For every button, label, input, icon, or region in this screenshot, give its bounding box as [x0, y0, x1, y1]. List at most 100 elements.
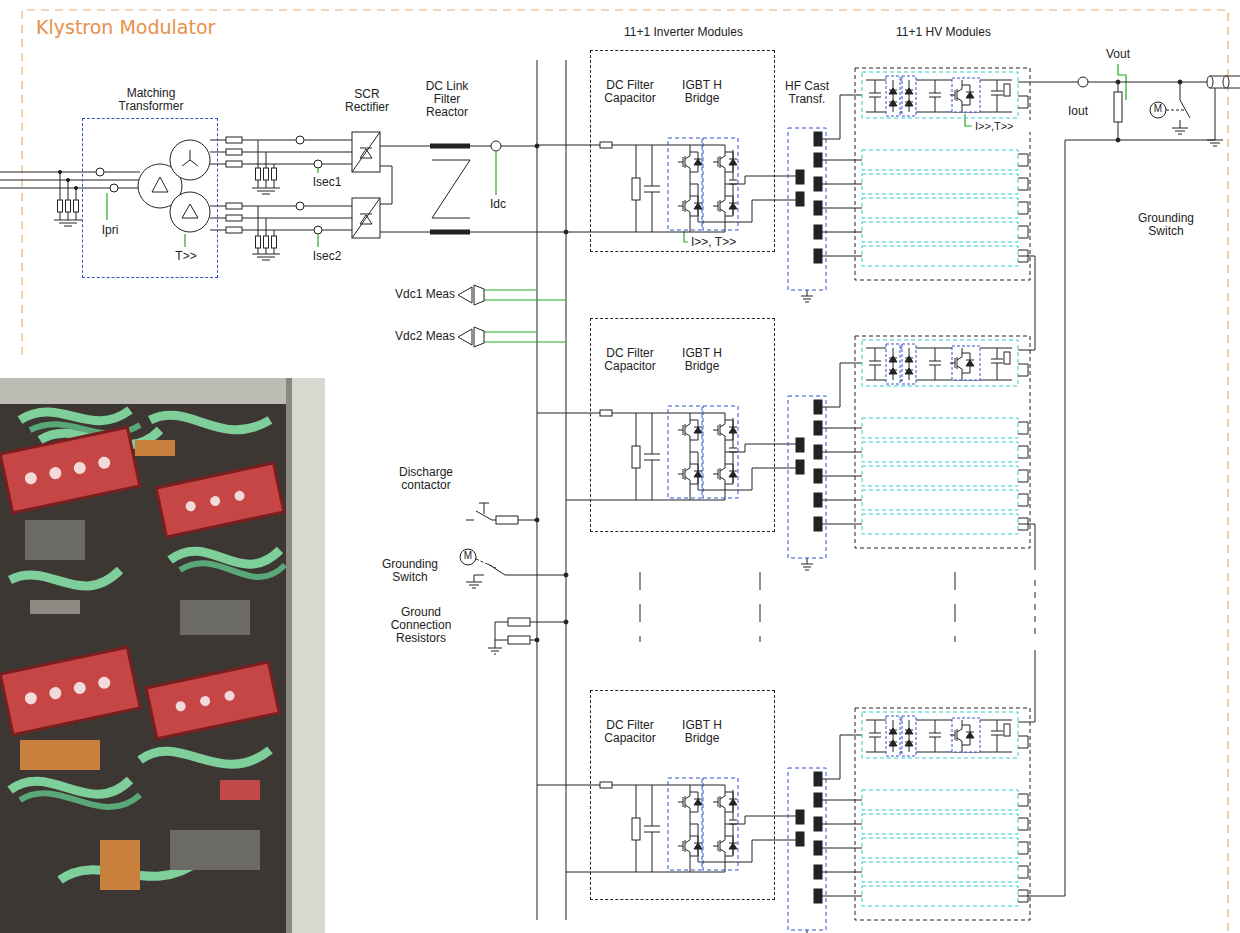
input-section — [96, 168, 104, 176]
input-section — [182, 150, 198, 166]
module-label: DC Filter Capacitor — [595, 719, 665, 745]
continuation-dashes — [640, 572, 955, 642]
module-label: DC Filter Capacitor — [595, 347, 665, 373]
output-section — [1166, 110, 1184, 111]
part-label: Ground Connection Resistors — [380, 606, 462, 645]
output-section — [1078, 77, 1088, 87]
continuation-dashes — [640, 572, 955, 642]
dc-link-accessories — [535, 518, 539, 522]
equipment-photo — [20, 740, 100, 770]
output-section — [1035, 76, 1240, 896]
equipment-photo — [199, 695, 211, 707]
equipment-photo — [0, 378, 325, 933]
module-label: IGBT H Bridge — [667, 347, 737, 373]
input-section — [352, 132, 380, 238]
module-label: Matching Transformer — [106, 87, 196, 113]
module-label: DC Filter Capacitor — [595, 79, 665, 105]
green-signal-lines — [684, 231, 688, 242]
output-section — [1035, 580, 1036, 640]
input-section — [432, 160, 470, 218]
input-section — [264, 168, 269, 180]
input-section — [74, 186, 77, 189]
dc-link-accessories — [508, 618, 530, 626]
equipment-photo — [24, 691, 38, 705]
motor-mark: M — [1152, 103, 1164, 114]
section-heading: 11+1 Inverter Modules — [590, 26, 777, 39]
measurement-label: Vdc1 Meas — [388, 288, 456, 301]
green-signal-lines — [484, 290, 566, 342]
equipment-photo — [185, 500, 197, 512]
equipment-photo — [146, 662, 279, 739]
motor-mark: M — [462, 550, 474, 561]
output-section — [1178, 80, 1182, 84]
equipment-photo — [0, 647, 140, 735]
equipment-photo — [0, 378, 325, 933]
output-section — [1114, 92, 1122, 122]
signal-name: Isec2 — [308, 250, 346, 263]
equipment-photo — [170, 830, 260, 870]
part-label: Discharge contactor — [388, 466, 464, 492]
input-section — [0, 172, 140, 188]
input-section — [226, 215, 242, 221]
equipment-photo — [100, 840, 140, 890]
input-section — [272, 168, 277, 180]
input-section — [226, 227, 242, 233]
input-section — [360, 215, 372, 224]
signal-name: Idc — [484, 198, 512, 211]
module-instances — [537, 336, 1035, 570]
equipment-photo — [286, 378, 292, 933]
equipment-photo — [180, 600, 250, 635]
dc-link-accessories — [535, 638, 539, 642]
input-section — [210, 140, 352, 230]
input-section — [491, 141, 501, 151]
signal-name: Iout — [1062, 105, 1094, 118]
equipment-photo — [156, 463, 284, 537]
input-section — [296, 136, 304, 144]
equipment-photo — [48, 466, 62, 480]
output-section — [1207, 76, 1213, 88]
input-section — [74, 200, 79, 212]
equipment-photo — [220, 780, 260, 800]
output-section — [1116, 80, 1120, 84]
input-section — [66, 178, 69, 181]
input-section — [430, 146, 470, 232]
equipment-photo — [97, 456, 111, 470]
measurement-symbols — [458, 287, 472, 303]
equipment-photo — [234, 490, 246, 502]
section-heading: 11+1 HV Modules — [855, 26, 1032, 39]
output-section — [1210, 76, 1240, 88]
module-label: IGBT H Bridge — [667, 79, 737, 105]
dc-link-accessories — [508, 636, 530, 644]
input-section — [272, 236, 277, 248]
input-section — [226, 149, 242, 155]
green-signal-lines — [184, 234, 185, 247]
module-label: IGBT H Bridge — [667, 719, 737, 745]
input-section — [226, 137, 242, 143]
equipment-photo — [292, 378, 325, 933]
output-section — [1150, 102, 1166, 118]
protection-signal: I>>,T>> — [974, 120, 1032, 132]
dc-link-accessories — [466, 564, 566, 588]
equipment-photo — [156, 463, 284, 537]
input-section — [110, 184, 118, 192]
signal-name: Vout — [1100, 48, 1136, 61]
input-section — [226, 203, 242, 209]
green-signal-lines — [107, 64, 1126, 342]
dc-link-accessories — [564, 573, 568, 577]
dc-link-accessories — [564, 620, 568, 624]
output-section — [1035, 82, 1215, 896]
dc-link-accessories — [460, 503, 568, 654]
green-signal-lines — [106, 193, 107, 220]
input-section — [380, 146, 566, 232]
input-section — [182, 204, 198, 218]
input-section — [54, 172, 82, 226]
input-section — [256, 168, 261, 180]
equipment-photo — [73, 681, 87, 695]
part-label: HF Cast Transf. — [779, 80, 835, 106]
output-section — [1116, 138, 1120, 142]
input-section — [537, 60, 566, 920]
green-signal-lines — [317, 168, 318, 173]
input-section — [360, 149, 372, 158]
input-section — [252, 140, 280, 194]
